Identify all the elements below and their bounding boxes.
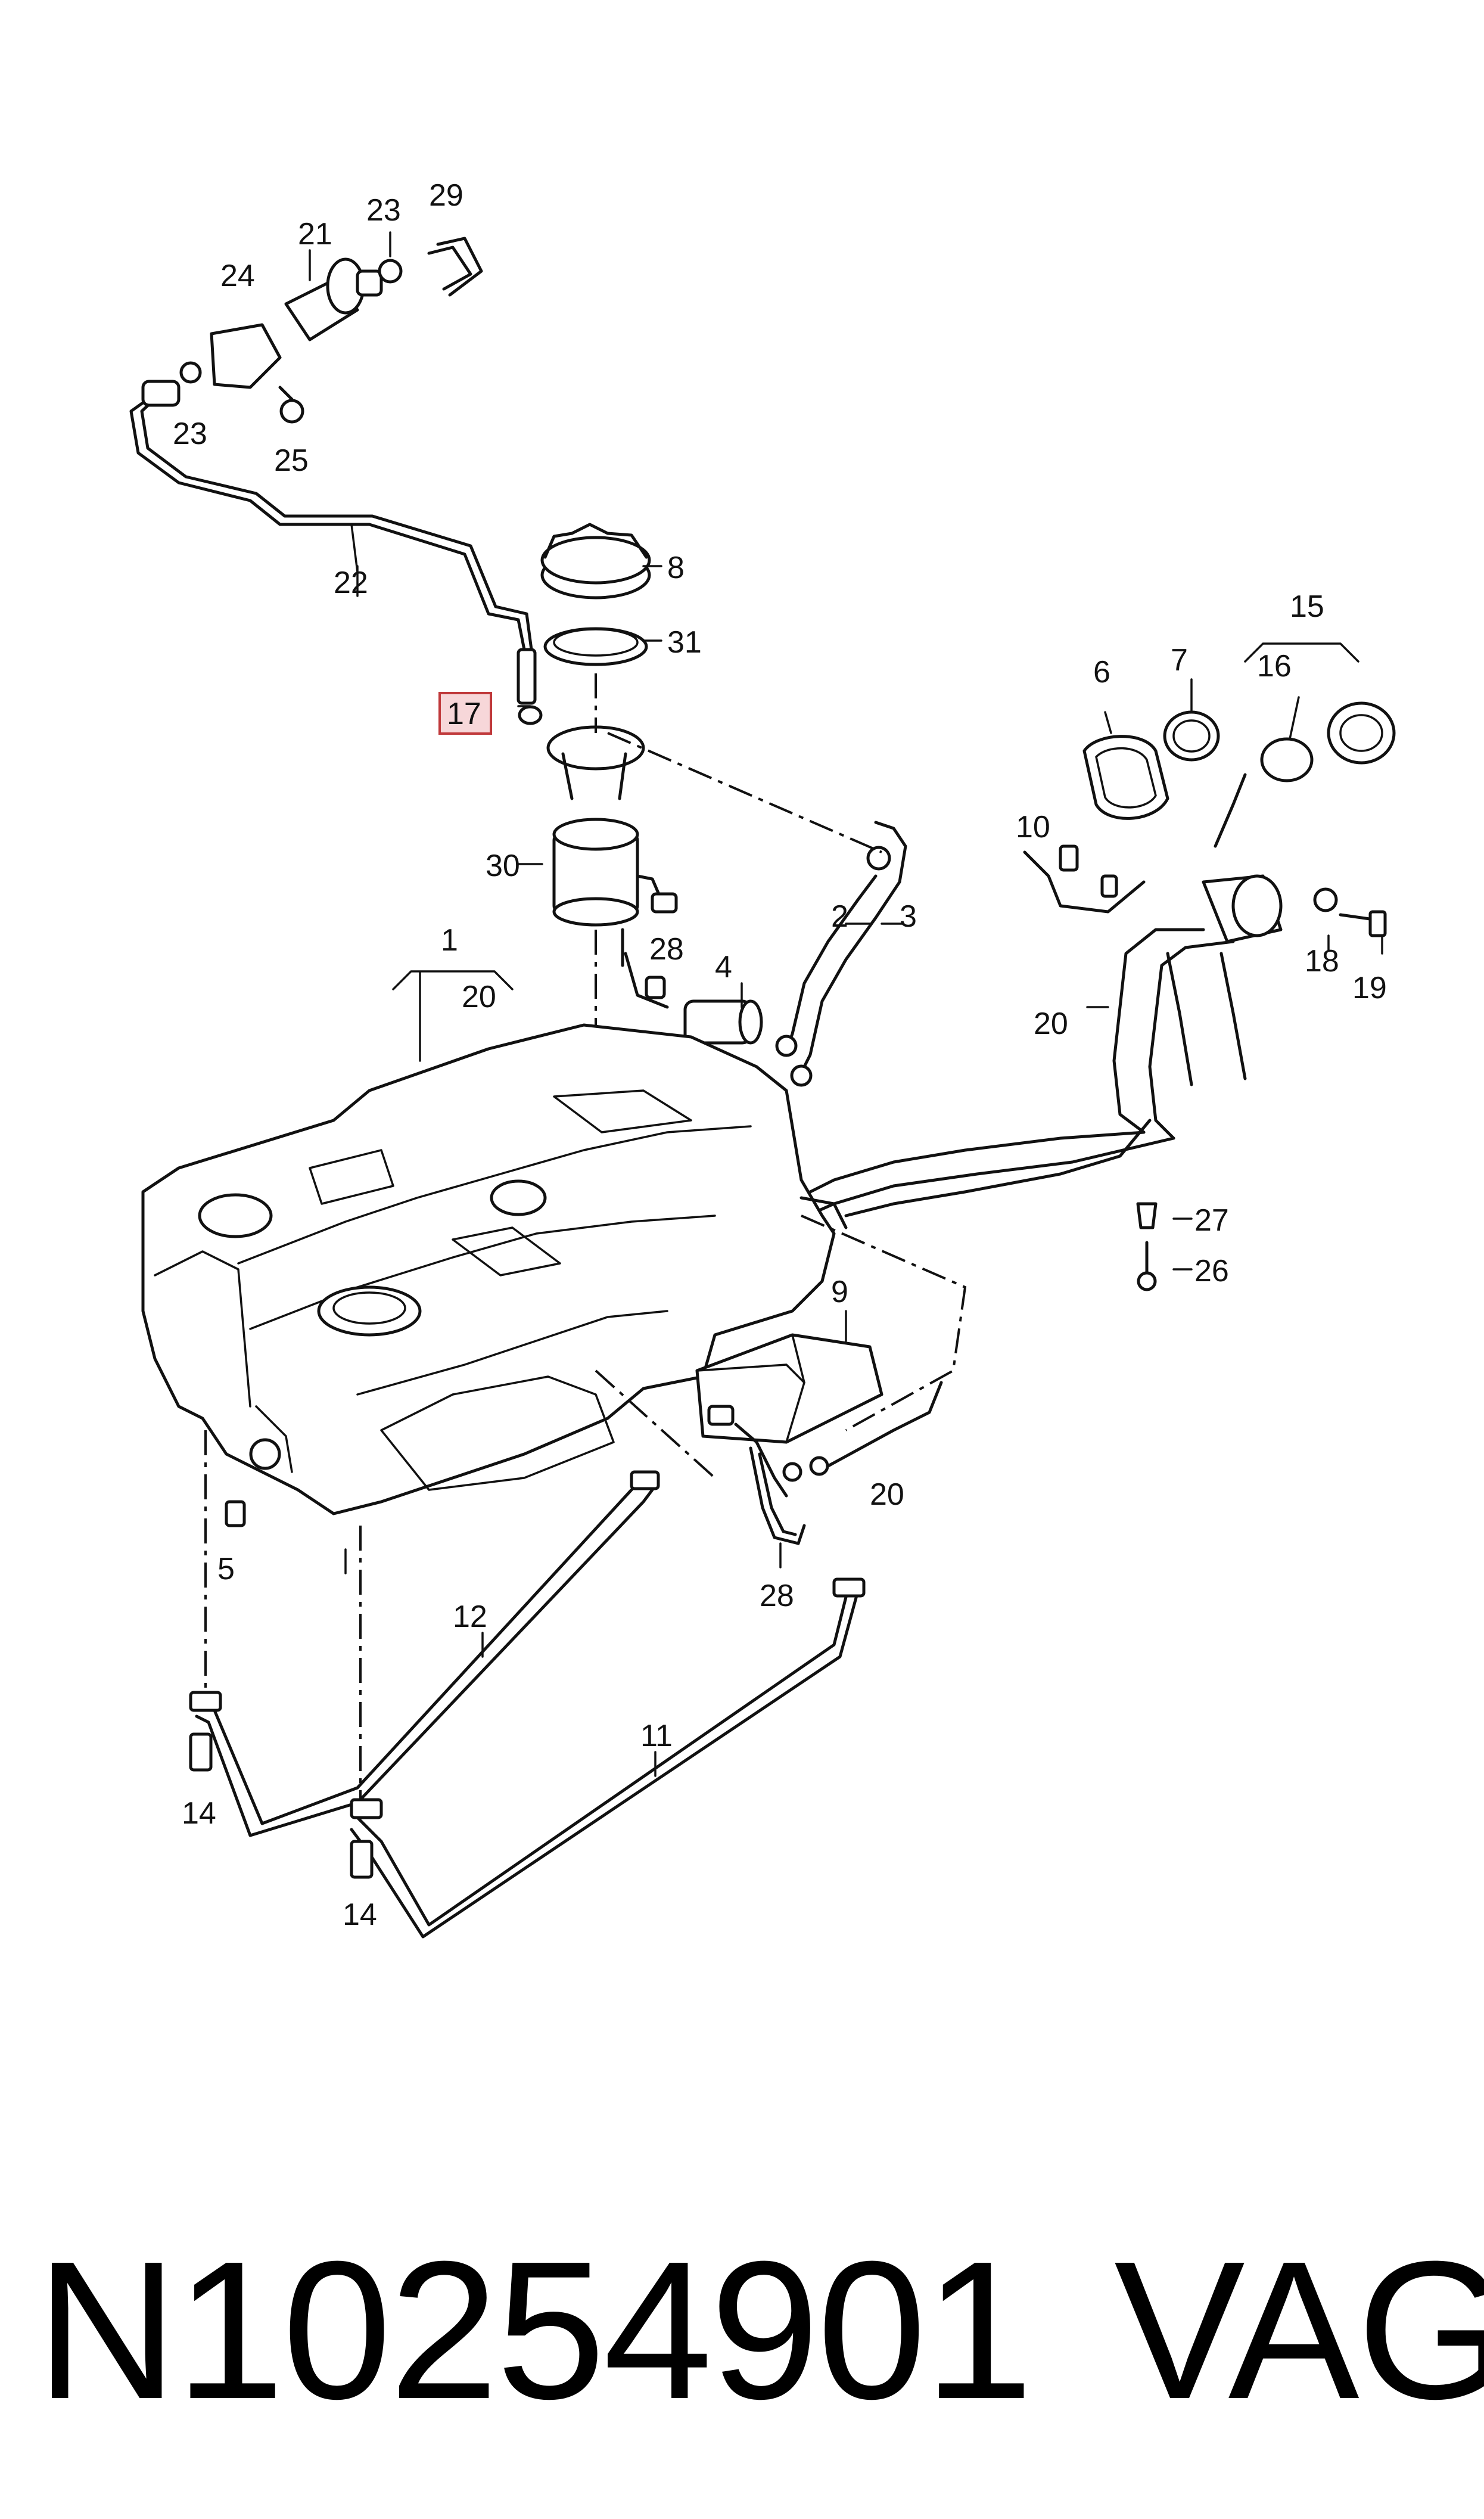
fuel-tank [141, 1023, 967, 1515]
tank-straps [189, 1430, 866, 1939]
callout-17: 17 [447, 697, 481, 731]
callout-17-highlight [438, 692, 492, 735]
callout-19: 19 [1352, 971, 1387, 1005]
callout-1: 1 [441, 923, 458, 958]
fuel-pump-module [518, 523, 678, 1162]
callout-31: 31 [667, 625, 702, 660]
callout-20b: 20 [1034, 1007, 1068, 1041]
callout-5: 5 [217, 1552, 235, 1586]
callout-11: 11 [640, 1719, 673, 1753]
callout-16: 16 [1257, 649, 1292, 684]
callout-10: 10 [1016, 810, 1050, 844]
callout-30: 30 [486, 849, 520, 883]
brand-label: VAG [1114, 2220, 1484, 2440]
callout-14a: 14 [182, 1796, 216, 1831]
callout-20c: 20 [870, 1477, 904, 1512]
callout-2: 2 [831, 899, 848, 934]
charcoal-canister [595, 1333, 943, 1545]
callout-25: 25 [274, 443, 309, 478]
callout-24: 24 [220, 259, 255, 293]
part-number: N10254901 [36, 2220, 1034, 2440]
filler-neck-assembly [797, 701, 1396, 1291]
callout-28b: 28 [760, 1579, 794, 1613]
callout-23b: 23 [173, 417, 207, 451]
callout-8: 8 [667, 551, 685, 585]
callout-22: 22 [334, 566, 368, 600]
callout-9: 9 [831, 1275, 848, 1309]
footer: N10254901 VAG [0, 2205, 1484, 2455]
leader-lines [309, 231, 1383, 1777]
callout-21: 21 [298, 217, 332, 251]
callout-7: 7 [1171, 643, 1188, 678]
callout-23a: 23 [366, 193, 401, 228]
fuel-filter-lines [607, 732, 907, 1087]
callout-29: 29 [429, 178, 463, 213]
callouts: 1 2 3 4 5 6 7 8 9 10 11 12 14 14 15 16 1… [173, 178, 1387, 1932]
callout-26: 26 [1194, 1254, 1229, 1288]
callout-15: 15 [1290, 589, 1324, 624]
callout-27: 27 [1194, 1203, 1229, 1238]
callout-4: 4 [715, 950, 732, 984]
callout-12: 12 [453, 1599, 487, 1634]
fuel-line-assembly [129, 237, 537, 705]
callout-3: 3 [900, 899, 917, 934]
callout-28a: 28 [649, 932, 684, 967]
callout-18: 18 [1305, 944, 1339, 979]
callout-20a: 20 [462, 980, 496, 1014]
callout-14b: 14 [343, 1897, 377, 1932]
callout-6: 6 [1093, 655, 1110, 689]
